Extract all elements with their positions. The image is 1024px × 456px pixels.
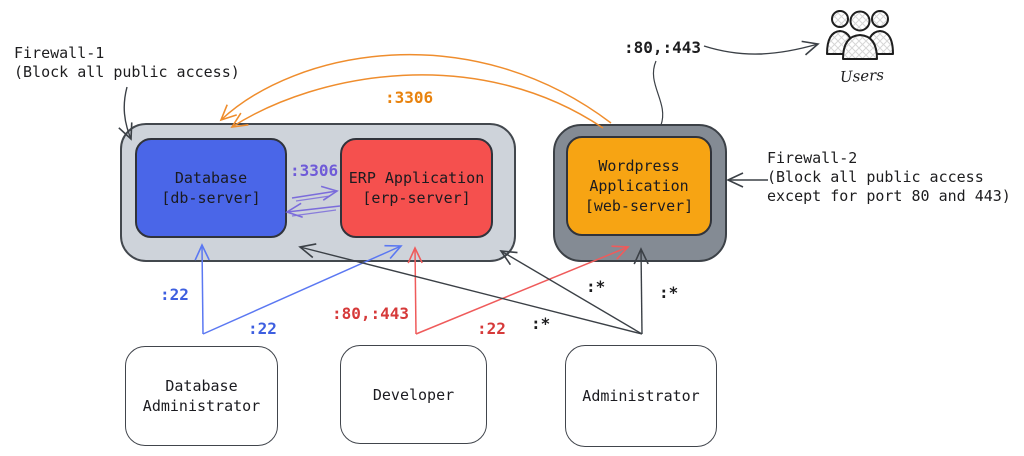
node-wordpress-label-line1: Wordpress xyxy=(598,157,680,175)
node-database-label-line2: [db-server] xyxy=(161,189,261,207)
firewall1-title: Firewall-1 xyxy=(14,44,105,62)
edge-ports-label-connector xyxy=(652,60,664,126)
port-label-dba-to-erp: :22 xyxy=(248,319,277,338)
edge-admin-to-erp xyxy=(499,250,643,335)
edge-wordpress-to-users xyxy=(703,40,820,56)
port-label-wordpress-to-users: :80,:443 xyxy=(624,38,702,57)
node-database-administrator: Database Administrator xyxy=(125,346,278,446)
node-erp-label-line1: ERP Application xyxy=(348,169,485,187)
node-wordpress-label-line3: [web-server] xyxy=(584,197,694,215)
firewall2-subtitle-line1: (Block all public access xyxy=(767,168,984,186)
firewall2-title: Firewall-2 xyxy=(767,149,858,167)
administrator-label: Administrator xyxy=(582,387,700,405)
users-label: Users xyxy=(839,65,885,87)
developer-label: Developer xyxy=(372,385,455,404)
node-database: Database [db-server] xyxy=(135,138,287,238)
node-erp: ERP Application [erp-server] xyxy=(340,138,493,238)
firewall2-subtitle-line2: except for port 80 and 443) xyxy=(767,187,1011,205)
node-developer: Developer xyxy=(340,345,487,444)
port-label-dba-to-database: :22 xyxy=(160,285,189,304)
node-wordpress: Wordpress Application [web-server] xyxy=(566,136,712,236)
port-label-developer-to-wordpress: :22 xyxy=(477,319,506,338)
port-label-database-erp: :3306 xyxy=(290,161,339,180)
node-erp-label-line2: [erp-server] xyxy=(362,189,471,207)
node-wordpress-label-line2: Application xyxy=(589,177,689,195)
port-label-wordpress-to-database: :3306 xyxy=(385,88,434,107)
port-label-admin-to-erp: :* xyxy=(586,277,606,296)
dba-label-line1: Database xyxy=(165,377,238,395)
port-label-developer-to-erp: :80,:443 xyxy=(332,304,410,323)
port-label-admin-to-database: :* xyxy=(531,314,551,333)
firewall1-subtitle: (Block all public access) xyxy=(14,63,240,81)
node-database-label-line1: Database xyxy=(174,169,248,187)
dba-label-line2: Administrator xyxy=(142,397,261,415)
users-icon xyxy=(826,10,894,60)
firewall1-label: Firewall-1(Block all public access) xyxy=(14,44,240,82)
node-administrator: Administrator xyxy=(565,345,717,447)
port-label-admin-to-wordpress: :* xyxy=(659,283,679,302)
